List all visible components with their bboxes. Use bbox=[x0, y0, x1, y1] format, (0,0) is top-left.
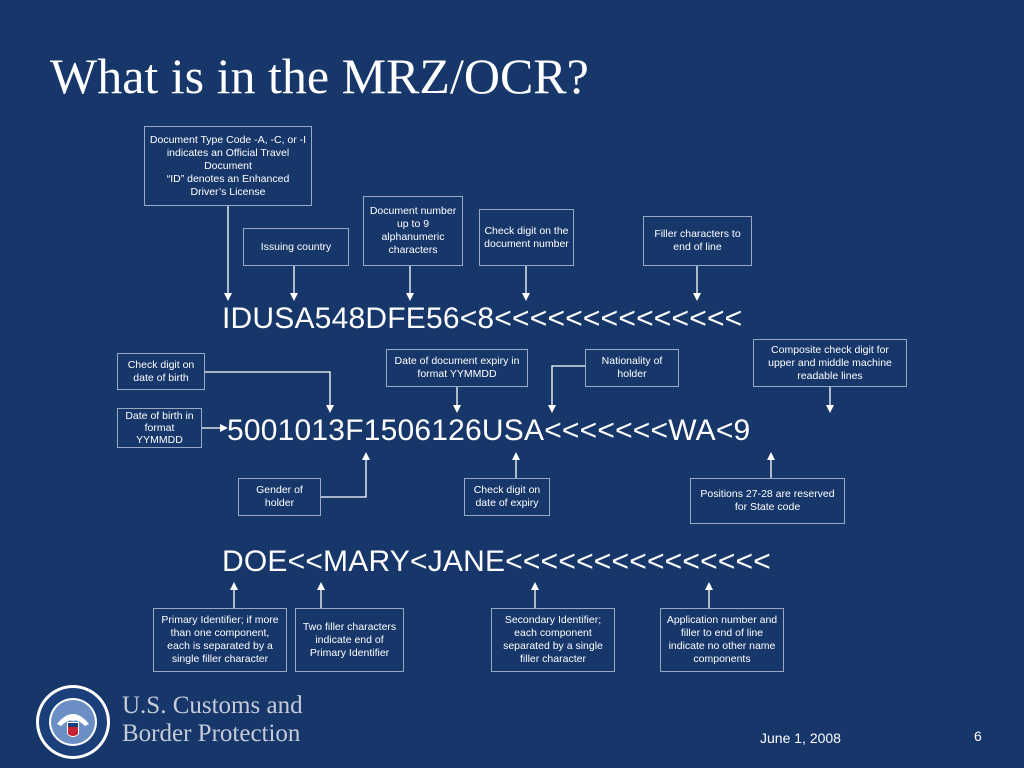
callout-expiry: Date of document expiry in format YYMMDD bbox=[386, 349, 528, 387]
callout-two-filler: Two filler characters indicate end of Pr… bbox=[295, 608, 404, 672]
callout-secondary-identifier: Secondary Identifier; each component sep… bbox=[491, 608, 615, 672]
callout-filler-end: Filler characters to end of line bbox=[643, 216, 752, 266]
callout-state-code: Positions 27-28 are reserved for State c… bbox=[690, 478, 845, 524]
arrow-nationality bbox=[548, 365, 585, 413]
callout-composite-check: Composite check digit for upper and midd… bbox=[753, 339, 907, 387]
page-number: 6 bbox=[974, 728, 982, 744]
callout-primary-identifier: Primary Identifier; if more than one com… bbox=[153, 608, 287, 672]
dhs-seal-logo bbox=[36, 685, 110, 759]
callout-check-expiry: Check digit on date of expiry bbox=[464, 478, 550, 516]
slide-title: What is in the MRZ/OCR? bbox=[50, 48, 589, 104]
callout-issuing-country: Issuing country bbox=[243, 228, 349, 266]
callout-nationality: Nationality of holder bbox=[585, 349, 679, 387]
callout-dob: Date of birth in format YYMMDD bbox=[117, 408, 202, 448]
callout-document-number: Document number up to 9 alphanumeric cha… bbox=[363, 196, 463, 266]
cbp-logo-line-1: U.S. Customs and bbox=[122, 692, 303, 719]
callout-check-doc-number: Check digit on the document number bbox=[479, 209, 574, 266]
cbp-logo-text: U.S. Customs and Border Protection bbox=[122, 692, 303, 748]
mrz-line-1: IDUSA548DFE56<8<<<<<<<<<<<<<< bbox=[222, 302, 743, 335]
footer-date: June 1, 2008 bbox=[760, 730, 841, 746]
callout-application-number: Application number and filler to end of … bbox=[660, 608, 784, 672]
callout-gender: Gender of holder bbox=[238, 478, 321, 516]
cbp-logo-line-2: Border Protection bbox=[122, 720, 301, 747]
mrz-line-3: DOE<<MARY<JANE<<<<<<<<<<<<<<< bbox=[222, 545, 771, 578]
callout-document-type: Document Type Code -A, -C, or -I indicat… bbox=[144, 126, 312, 206]
callout-check-dob: Check digit on date of birth bbox=[117, 353, 205, 390]
mrz-line-2: 5001013F1506126USA<<<<<<<WA<9 bbox=[227, 414, 751, 447]
arrow-gender bbox=[321, 452, 370, 498]
arrow-check-dob bbox=[205, 371, 334, 413]
